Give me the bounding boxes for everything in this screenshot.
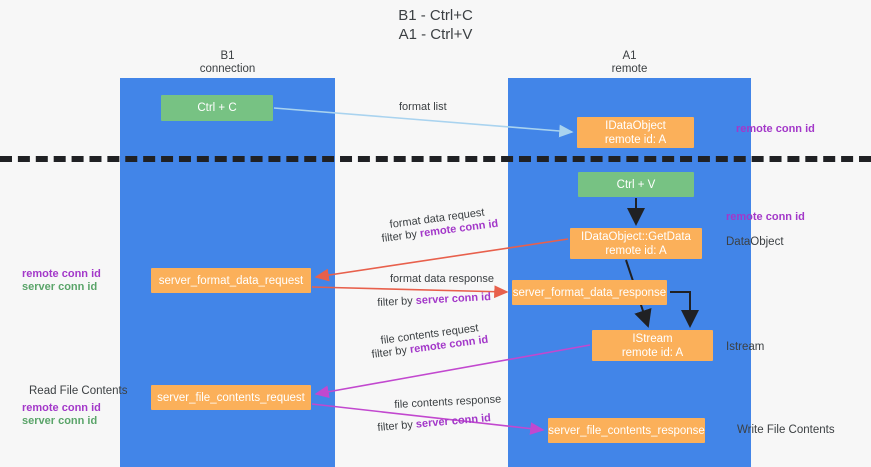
- filter-by-text-2: filter by: [377, 294, 417, 309]
- arrow-label-filter-by-server-conn-id-1: filter by server conn id: [377, 291, 491, 309]
- column-header-b1: B1 connection: [120, 50, 335, 76]
- label-remote-conn-id-left-mid: remote conn id: [22, 268, 101, 280]
- column-header-a1-sub: remote: [611, 63, 648, 75]
- server-conn-id-text-1: server conn id: [415, 291, 492, 307]
- arrow-label-format-list: format list: [399, 101, 447, 113]
- box-server-file-contents-request-label: server_file_contents_request: [157, 391, 305, 404]
- box-ctrl-v[interactable]: Ctrl + V: [578, 172, 694, 197]
- box-ctrl-c-label: Ctrl + C: [197, 102, 237, 114]
- column-header-b1-name: B1: [220, 50, 235, 62]
- box-server-file-contents-response[interactable]: server_file_contents_response: [548, 418, 705, 443]
- label-remote-conn-id-mid: remote conn id: [726, 211, 805, 223]
- box-server-file-contents-response-label: server_file_contents_response: [548, 424, 705, 437]
- label-istream: Istream: [726, 341, 765, 353]
- arrow-label-filter-by-server-conn-id-2: filter by server conn id: [377, 412, 491, 434]
- label-dataobject: DataObject: [726, 236, 784, 248]
- label-group-left-bottom: remote conn id server conn id: [22, 402, 101, 428]
- label-remote-conn-id-left-bot: remote conn id: [22, 402, 101, 414]
- box-idataobject-line2: remote id: A: [604, 133, 667, 146]
- label-write-file-contents: Write File Contents: [737, 424, 835, 436]
- box-server-format-data-response-label: server_format_data_response: [512, 286, 667, 299]
- box-istream-line1: IStream: [632, 332, 673, 345]
- title-line-1: B1 - Ctrl+C: [398, 7, 473, 24]
- box-getdata-line1: IDataObject::GetData: [581, 230, 691, 243]
- box-ctrl-v-label: Ctrl + V: [616, 178, 656, 191]
- box-idataobject-getdata[interactable]: IDataObject::GetData remote id: A: [570, 228, 702, 259]
- box-server-file-contents-request[interactable]: server_file_contents_request: [151, 385, 311, 410]
- filter-by-text-4: filter by: [377, 418, 417, 434]
- box-server-format-data-request-label: server_format_data_request: [158, 274, 304, 287]
- box-getdata-line2: remote id: A: [605, 244, 667, 257]
- box-server-format-data-response[interactable]: server_format_data_response: [512, 280, 667, 305]
- label-server-conn-id-left-mid: server conn id: [22, 281, 98, 293]
- box-server-format-data-request[interactable]: server_format_data_request: [151, 268, 311, 293]
- box-idataobject[interactable]: IDataObject remote id: A: [577, 117, 694, 148]
- phase-divider: [0, 156, 871, 162]
- label-read-file-contents: Read File Contents: [29, 385, 128, 397]
- arrow-label-format-data-response: format data response: [390, 273, 494, 285]
- label-server-conn-id-left-bot: server conn id: [22, 415, 98, 427]
- box-istream-line2: remote id: A: [621, 346, 684, 359]
- label-group-left-middle: remote conn id server conn id: [22, 268, 101, 294]
- column-header-a1-name: A1: [622, 50, 637, 62]
- box-idataobject-line1: IDataObject: [605, 119, 666, 132]
- label-remote-conn-id-top: remote conn id: [736, 123, 815, 135]
- box-istream[interactable]: IStream remote id: A: [592, 330, 713, 361]
- filter-by-text-3: filter by: [371, 343, 411, 361]
- title-line-2: A1 - Ctrl+V: [398, 26, 473, 43]
- box-ctrl-c[interactable]: Ctrl + C: [161, 95, 273, 121]
- page-title: B1 - Ctrl+C A1 - Ctrl+V: [0, 6, 871, 44]
- arrow-label-file-contents-response: file contents response: [394, 393, 502, 411]
- column-header-a1: A1 remote: [508, 50, 751, 76]
- filter-by-text-1: filter by: [381, 227, 421, 245]
- column-header-b1-sub: connection: [199, 63, 256, 75]
- server-conn-id-text-2: server conn id: [415, 412, 492, 431]
